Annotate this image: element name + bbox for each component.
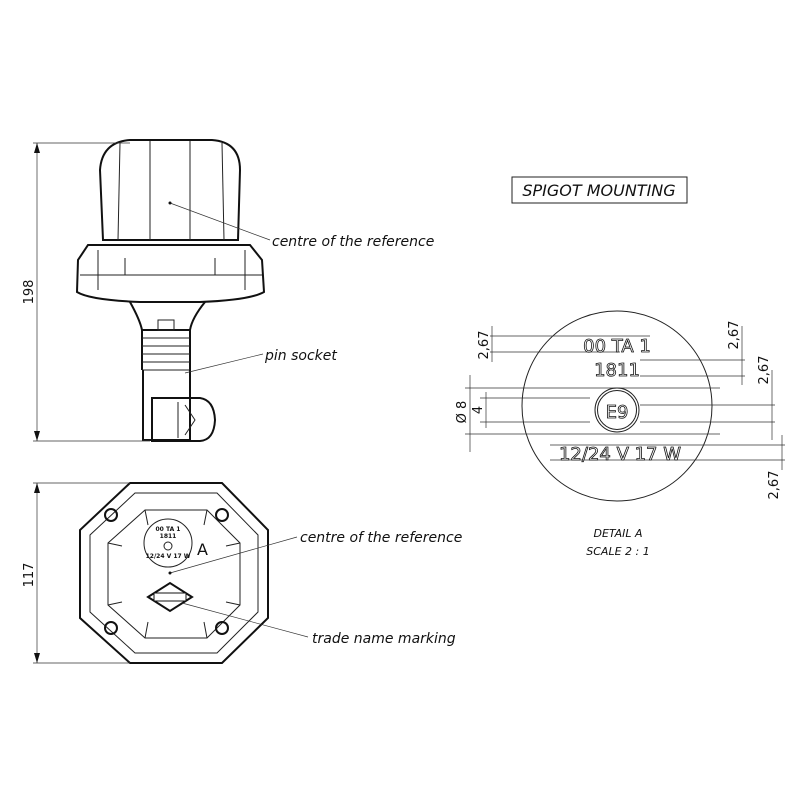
octagon-housing (79, 482, 269, 664)
side-view: 198 centre of the reference pin socket (22, 139, 434, 442)
pin-socket-tube (142, 370, 191, 441)
bellows (141, 330, 191, 371)
lamp-dome (98, 139, 242, 241)
trade-name-marking-label: trade name marking (312, 631, 456, 647)
mini-line1: 00 TA 1 (156, 526, 181, 533)
e-height-dim: 4 (471, 406, 486, 414)
detail-line4: 12/24 V 17 W (559, 444, 681, 465)
drawing-title: SPIGOT MOUNTING (522, 181, 675, 200)
detail-a: 00 TA 1 1811 E9 12/24 V 17 W 2,67 2,67 2… (455, 310, 785, 558)
detail-line2: 1811 (594, 360, 640, 381)
trade-name-logo (146, 581, 194, 613)
detail-line1: 00 TA 1 (583, 336, 651, 357)
socket-clamp (151, 397, 217, 442)
spacing-dim-4: 2,67 (767, 471, 782, 500)
spigot-neck (129, 301, 206, 331)
spacing-dim-2: 2,67 (727, 321, 742, 350)
spacing-dim-1: 2,67 (477, 331, 492, 360)
approval-mark: E9 (606, 402, 629, 423)
width-dimension: 117 (22, 563, 37, 588)
diameter-dim: Ø 8 (455, 401, 470, 424)
top-view: 00 TA 1 1811 12/24 V 17 W A centre of th… (22, 482, 462, 664)
pin-socket-label: pin socket (264, 348, 337, 364)
screws (104, 508, 229, 635)
mini-line4: 12/24 V 17 W (146, 553, 191, 560)
detail-marker: A (197, 540, 208, 559)
mini-line2: 1811 (160, 533, 177, 540)
title-box (511, 176, 688, 204)
height-dimension: 198 (22, 280, 37, 305)
marking-area (143, 518, 193, 568)
lamp-base (75, 244, 266, 303)
centre-of-reference-top-label: centre of the reference (300, 530, 462, 546)
detail-scale: SCALE 2 : 1 (586, 545, 649, 558)
detail-caption: DETAIL A (593, 527, 642, 540)
spacing-dim-3: 2,67 (757, 356, 772, 385)
centre-of-reference-label: centre of the reference (272, 234, 434, 250)
